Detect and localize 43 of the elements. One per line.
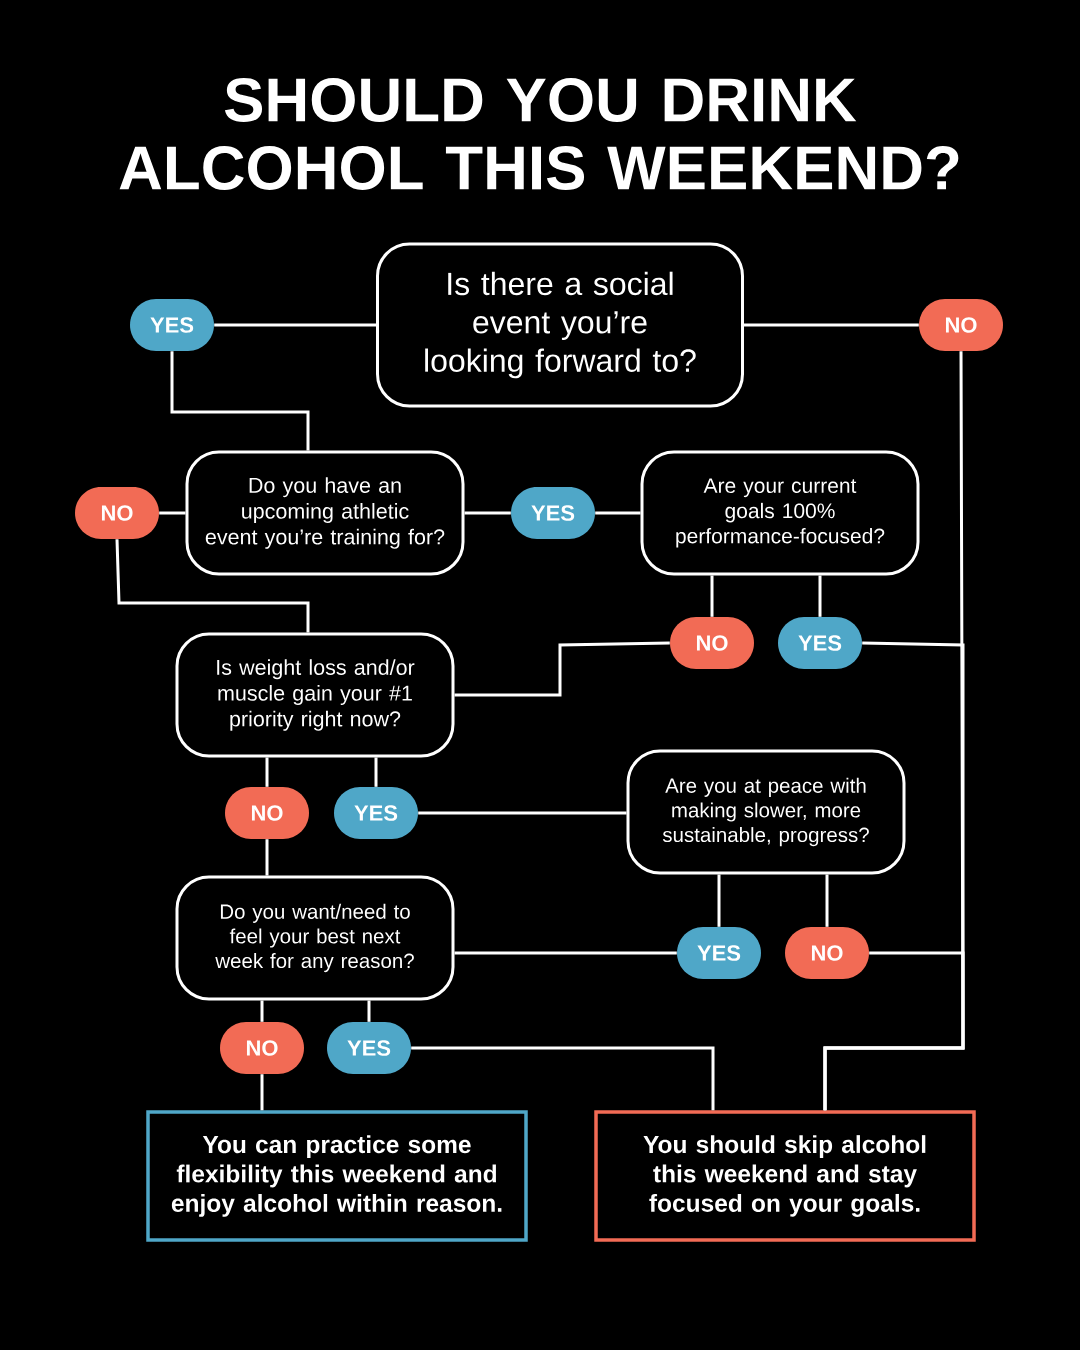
connector-line [170, 351, 310, 451]
connector-line [818, 575, 822, 617]
connector-line [265, 839, 269, 876]
question-box: Are your current goals 100% performance-focused? [640, 450, 920, 576]
answer-pill: YES [334, 787, 418, 839]
question-box: Do you want/need to feel your best next week for any reason? [175, 875, 455, 1001]
answer-pill: YES [511, 487, 595, 539]
connector-line [710, 575, 714, 617]
connector-line [265, 757, 269, 787]
answer-pill: YES [677, 927, 761, 979]
connector-line [825, 874, 829, 927]
connector-line [411, 1046, 715, 1111]
connector-line [374, 757, 378, 787]
connector-line [595, 511, 641, 515]
connector-line [367, 1000, 371, 1022]
connector-line [115, 539, 310, 633]
answer-pill: NO [785, 927, 869, 979]
connector-line [418, 811, 627, 815]
answer-pill: NO [670, 617, 754, 669]
answer-pill: NO [225, 787, 309, 839]
connector-line [717, 874, 721, 927]
answer-pill: YES [327, 1022, 411, 1074]
connector-line [823, 951, 965, 1111]
question-box: Is weight loss and/or muscle gain your #1 priority right now? [175, 632, 455, 758]
connector-line [260, 1074, 264, 1111]
answer-pill: NO [75, 487, 159, 539]
title: SHOULD YOU DRINK ALCOHOL THIS WEEKEND? [119, 78, 959, 190]
answer-pill: YES [130, 299, 214, 351]
connector-line [454, 641, 670, 697]
connector-line [260, 1000, 264, 1022]
connector-line [464, 511, 511, 515]
question-box: Do you have an upcoming athletic event you’re training for? [185, 450, 465, 576]
connector-line [214, 323, 376, 327]
answer-pill: NO [919, 299, 1003, 351]
connector-line [454, 951, 677, 955]
answer-pill: YES [778, 617, 862, 669]
connector-line [159, 511, 186, 515]
result-box: You can practice some flexibility this weekend and enjoy alcohol within reason. [146, 1110, 528, 1242]
question-box: Is there a social event you’re looking forward to? [376, 242, 744, 408]
question-box: Are you at peace with making slower, more sustainable, progress? [626, 749, 906, 875]
result-box: You should skip alcohol this weekend and stay focused on your goals. [594, 1110, 976, 1242]
connector-line [744, 323, 919, 327]
answer-pill: NO [220, 1022, 304, 1074]
